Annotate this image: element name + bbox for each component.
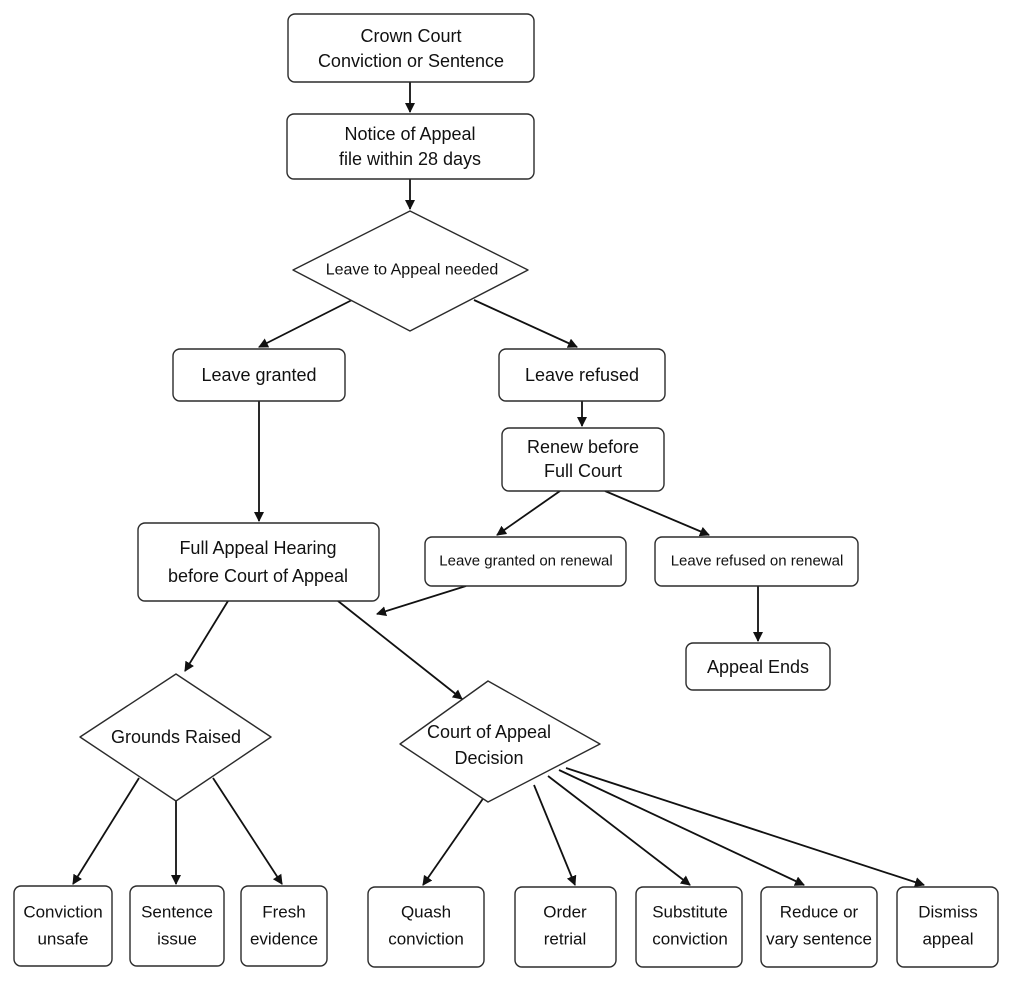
node-notice-line1: Notice of Appeal (344, 124, 475, 144)
edge-decision-to-reduce (558, 769, 805, 886)
node-dismiss-line1: Dismiss (918, 903, 978, 922)
node-quash-line1: Quash (401, 903, 451, 922)
edge-hearing-to-grounds (184, 600, 229, 672)
edge-grounds-to-fresh (212, 777, 283, 885)
node-crown-court: Crown Court Conviction or Sentence (287, 13, 535, 83)
node-notice-line2: file within 28 days (339, 149, 481, 169)
node-conviction-unsafe-line1: Conviction (23, 903, 102, 922)
node-leave-refused-label: Leave refused (525, 365, 639, 385)
node-crown-court-line2: Conviction or Sentence (318, 51, 504, 71)
edge-hearing-to-decision (337, 600, 463, 700)
node-refused-renewal-label: Leave refused on renewal (671, 553, 844, 570)
node-substitute-line2: conviction (652, 930, 728, 949)
node-leave-granted-label: Leave granted (201, 365, 316, 385)
node-conviction-unsafe: Conviction unsafe (13, 885, 113, 967)
node-reduce-or-vary-sentence: Reduce or vary sentence (760, 886, 878, 968)
edges (72, 82, 925, 887)
node-leave-refused-on-renewal: Leave refused on renewal (654, 536, 859, 587)
edge-decision-to-retrial (533, 784, 577, 886)
node-order-retrial: Order retrial (514, 886, 617, 968)
node-fresh-evidence-line2: evidence (250, 930, 318, 949)
node-sentence-issue: Sentence issue (129, 885, 225, 967)
node-court-of-appeal-decision: Court of Appeal Decision (399, 680, 601, 803)
node-decision-line2: Decision (454, 748, 523, 768)
node-leave-granted-on-renewal: Leave granted on renewal (424, 536, 627, 587)
edge-granted-renewal-to-hearing (376, 585, 467, 617)
node-leave-refused: Leave refused (498, 348, 666, 402)
edge-decision-to-dismiss (565, 767, 925, 887)
node-leave-to-appeal-needed: Leave to Appeal needed (292, 210, 529, 332)
node-substitute-conviction: Substitute conviction (635, 886, 743, 968)
edge-renew-to-refused-renewal (604, 490, 710, 537)
node-quash-line2: conviction (388, 930, 464, 949)
node-granted-renewal-label: Leave granted on renewal (439, 553, 612, 570)
node-grounds-label: Grounds Raised (111, 727, 241, 747)
node-dismiss-line2: appeal (922, 930, 973, 949)
node-leave-granted: Leave granted (172, 348, 346, 402)
edge-grounds-to-unsafe (72, 777, 140, 885)
node-appeal-ends: Appeal Ends (685, 642, 831, 691)
node-full-appeal-hearing: Full Appeal Hearing before Court of Appe… (137, 522, 380, 602)
node-leave-needed-label: Leave to Appeal needed (326, 262, 499, 279)
node-dismiss-appeal: Dismiss appeal (896, 886, 999, 968)
node-appeal-ends-label: Appeal Ends (707, 657, 809, 677)
node-reduce-line2: vary sentence (766, 930, 872, 949)
node-notice-of-appeal: Notice of Appeal file within 28 days (286, 113, 535, 180)
node-hearing-line2: before Court of Appeal (168, 566, 348, 586)
node-renew-line1: Renew before (527, 437, 639, 457)
node-grounds-raised: Grounds Raised (79, 673, 272, 802)
node-hearing-line1: Full Appeal Hearing (179, 538, 336, 558)
node-quash-conviction: Quash conviction (367, 886, 485, 968)
node-reduce-line1: Reduce or (780, 903, 859, 922)
node-sentence-issue-line2: issue (157, 930, 197, 949)
node-renew-before-full-court: Renew before Full Court (501, 427, 665, 492)
node-retrial-line1: Order (543, 903, 587, 922)
node-retrial-line2: retrial (544, 930, 587, 949)
node-renew-line2: Full Court (544, 461, 622, 481)
node-fresh-evidence-line1: Fresh (262, 903, 305, 922)
edge-leave-needed-to-granted (258, 299, 353, 348)
node-decision-line1: Court of Appeal (427, 722, 551, 742)
edge-leave-needed-to-refused (473, 299, 578, 348)
node-sentence-issue-line1: Sentence (141, 903, 213, 922)
edge-decision-to-substitute (547, 775, 691, 886)
edge-decision-to-quash (422, 789, 490, 886)
node-conviction-unsafe-line2: unsafe (37, 930, 88, 949)
node-fresh-evidence: Fresh evidence (240, 885, 328, 967)
node-crown-court-line1: Crown Court (360, 26, 461, 46)
edge-renew-to-granted-renewal (496, 490, 561, 536)
node-substitute-line1: Substitute (652, 903, 728, 922)
